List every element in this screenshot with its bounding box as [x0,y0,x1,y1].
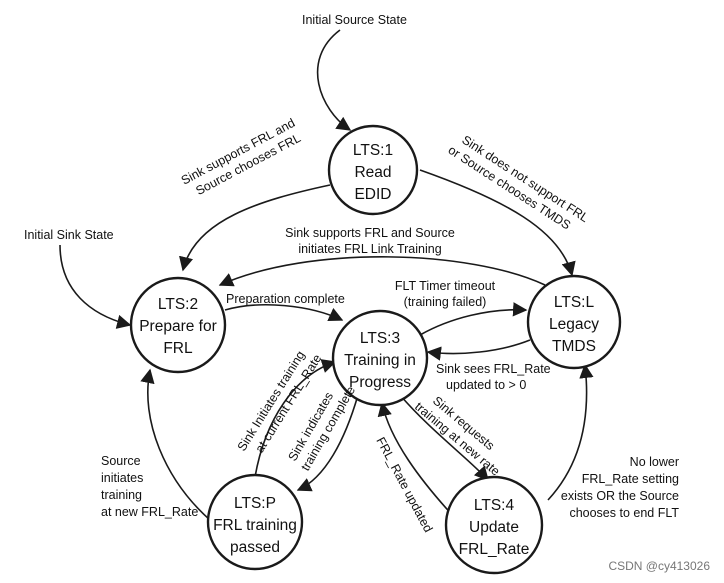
label-source-new-rate-line2: initiates [101,471,143,485]
label-link-training-line1: Sink supports FRL and Source [285,226,455,240]
label-tmds-chosen: Sink does not support FRL or Source choo… [446,133,592,233]
state-lts1-line3: EDID [354,186,391,203]
label-no-lower-rate-line4: chooses to end FLT [569,506,679,520]
state-ltsl-line2: Legacy [549,316,599,333]
state-lts1-line1: LTS:1 [353,142,393,159]
edge-initial-source [316,29,352,131]
edge-ltsl-to-lts3 [426,339,531,361]
edge-lts2-to-lts3 [224,304,344,322]
state-lts4: LTS:4 Update FRL_Rate [444,475,544,575]
label-source-new-rate-line1: Source [101,454,141,468]
state-lts2-line2: Prepare for [139,318,217,335]
state-lts4-line2: Update [469,519,519,536]
label-source-new-rate-line4: at new FRL_Rate [101,505,198,519]
label-link-training-line2: initiates FRL Link Training [298,242,441,256]
state-lts3: LTS:3 Training in Progress [331,309,429,407]
edge-lts3-to-ltsl [419,302,528,336]
edge-ltsl-to-lts2 [218,256,546,287]
label-no-lower-rate-line1: No lower [630,455,679,469]
label-flt-timeout-line2: (training failed) [404,295,487,309]
state-lts3-line2: Training in [344,352,416,369]
edge-lts3-to-lts4 [399,394,489,482]
state-lts2: LTS:2 Prepare for FRL [129,276,227,374]
label-initial-source: Initial Source State [302,13,407,27]
label-tmds-chosen-line1: Sink does not support FRL [459,133,591,225]
label-no-lower-rate-line2: FRL_Rate setting [582,472,679,486]
label-flt-timeout-line1: FLT Timer timeout [395,279,496,293]
label-sink-requests: Sink requests training at new rate [412,394,502,479]
label-initial-sink: Initial Sink State [24,228,114,242]
edge-lts1-to-ltsl [419,169,576,277]
edge-lts4-to-lts3 [377,401,456,519]
state-lts4-line3: FRL_Rate [459,541,530,558]
label-prep-complete: Preparation complete [226,292,345,306]
state-lts4-line1: LTS:4 [474,497,515,514]
state-lts3-line3: Progress [349,374,411,391]
state-ltsp-line1: LTS:P [234,495,276,512]
state-lts3-line1: LTS:3 [360,330,400,347]
edge-lts3-to-ltsp [296,394,359,492]
state-ltsp-line2: FRL training [213,517,297,534]
state-ltsp: LTS:P FRL training passed [206,473,304,571]
state-lts1: LTS:1 Read EDID [327,124,419,216]
state-lts2-line3: FRL [163,340,193,357]
state-lts1-line2: Read [354,164,391,181]
edge-lts1-to-lts2 [179,184,331,272]
edge-lts4-to-ltsl [547,363,594,501]
state-ltsl-line3: TMDS [552,338,596,355]
state-ltsl: LTS:L Legacy TMDS [526,274,622,370]
state-ltsp-line3: passed [230,539,280,556]
state-ltsl-line1: LTS:L [554,294,595,311]
edge-ltsp-to-lts3 [254,359,337,478]
label-frl-chosen: Sink supports FRL and Source chooses FRL [179,116,303,198]
edges [59,29,594,521]
state-lts2-line1: LTS:2 [158,296,198,313]
label-no-lower-rate-line3: exists OR the Source [561,489,679,503]
label-source-new-rate-line3: training [101,488,142,502]
label-rate-gt-zero-line1: Sink sees FRL_Rate [436,362,551,376]
watermark: CSDN @cy413026 [608,559,710,573]
label-rate-gt-zero-line2: updated to > 0 [446,378,526,392]
edge-initial-sink [59,244,132,329]
edge-ltsp-to-lts2 [140,368,211,521]
